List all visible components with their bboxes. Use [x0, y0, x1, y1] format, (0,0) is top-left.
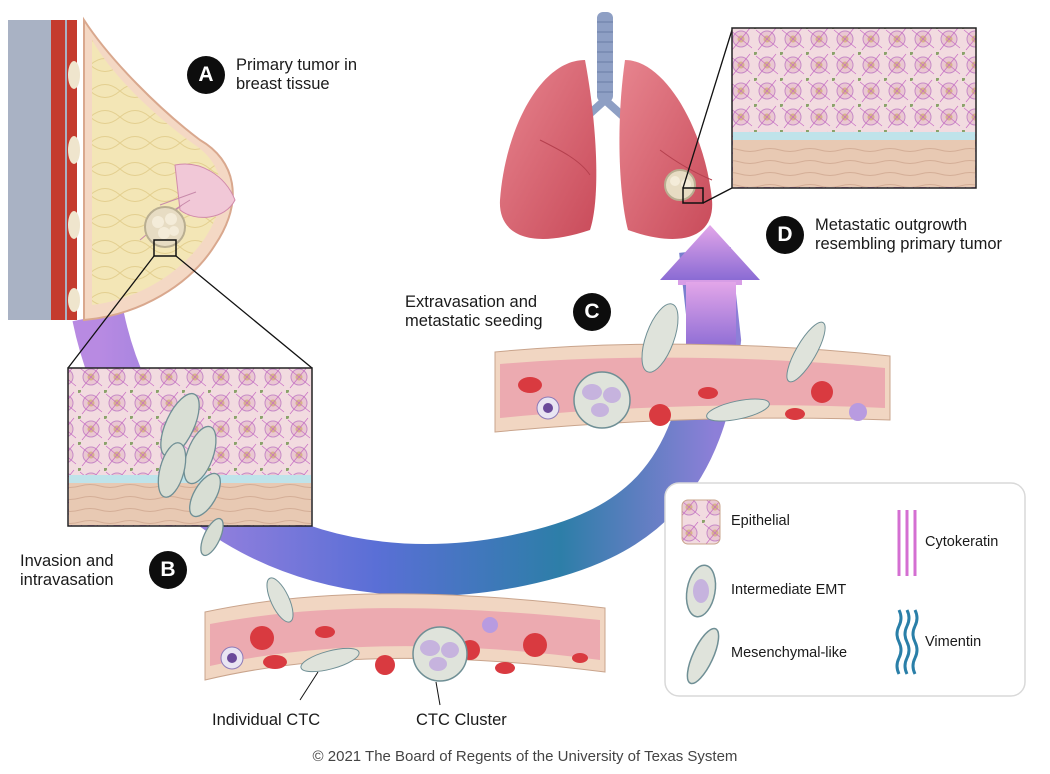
legend-vimentin-label: Vimentin — [925, 634, 982, 650]
stage-b-label-line1: Invasion and — [20, 552, 114, 570]
stage-d-label: Metastatic outgrowth resembling primary … — [815, 216, 1002, 254]
individual-ctc-label: Individual CTC — [212, 711, 321, 729]
stage-d-label-line2: resembling primary tumor — [815, 235, 1003, 253]
legend-intermediate-emt-label: Intermediate EMT — [731, 582, 847, 598]
stage-a-label-line1: Primary tumor in — [236, 56, 358, 74]
stage-b-label: Invasion and intravasation — [20, 552, 114, 590]
stage-c-badge: C — [573, 293, 611, 331]
legend-epithelial-label: Epithelial — [731, 513, 790, 529]
stage-a-label: Primary tumor in breast tissue — [236, 56, 357, 94]
stage-c-label-line1: Extravasation and — [405, 293, 538, 311]
stage-d-badge: D — [766, 216, 804, 254]
stage-c-label: Extravasation and metastatic seeding — [405, 293, 543, 331]
legend-cytokeratin-label: Cytokeratin — [925, 534, 999, 550]
stage-c-label-line2: metastatic seeding — [405, 312, 543, 330]
ctc-cluster-label: CTC Cluster — [416, 711, 507, 729]
stage-a-label-line2: breast tissue — [236, 75, 330, 93]
copyright-credit: © 2021 The Board of Regents of the Unive… — [312, 748, 738, 765]
stage-a-badge: A — [187, 56, 225, 94]
stage-b-badge: B — [149, 551, 187, 589]
stage-b-label-line2: intravasation — [20, 571, 114, 589]
stage-d-label-line1: Metastatic outgrowth — [815, 216, 968, 234]
legend-mesenchymal-label: Mesenchymal-like — [731, 645, 848, 661]
